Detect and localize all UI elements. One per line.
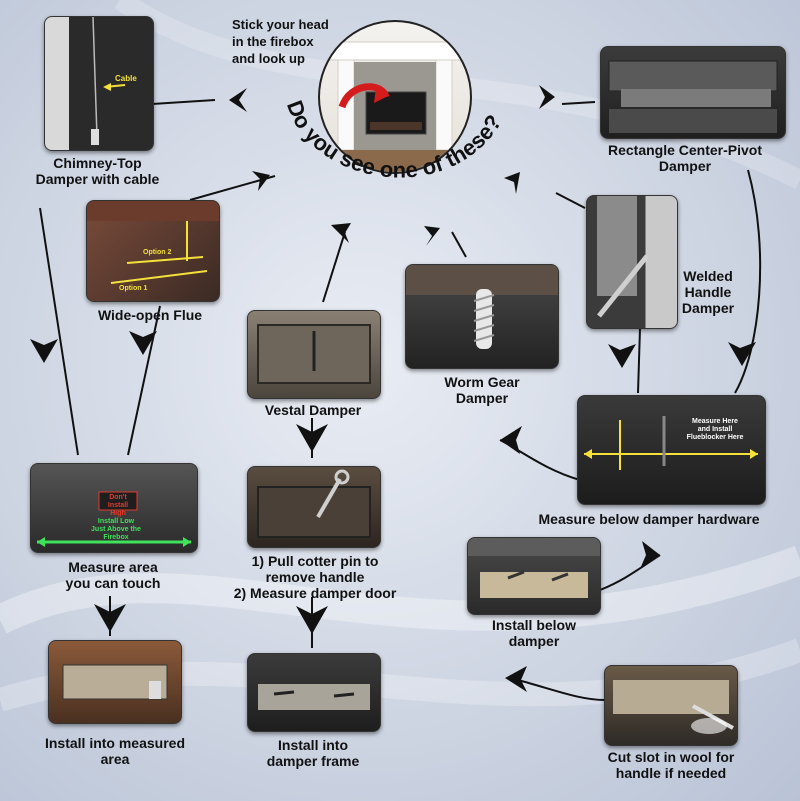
welded-caption: Welded Handle Damper: [681, 268, 735, 316]
touch-zone-icon: [37, 491, 191, 547]
slot-icon: [613, 680, 734, 734]
chimney-top-caption: Chimney-Top Damper with cable: [35, 155, 160, 187]
cotter-pin-icon: [257, 469, 371, 538]
install-below-caption: Install below damper: [491, 617, 576, 649]
vestal-caption: Vestal Damper: [264, 402, 362, 418]
wide-open-caption: Wide-open Flue: [97, 307, 203, 323]
cable-label: Cable: [115, 74, 137, 83]
measure-below-caption: Measure below damper hardware: [538, 511, 760, 527]
measure-below-photo: Measure Here and Install Flueblocker Her…: [577, 395, 766, 505]
worm-gear-photo: [405, 264, 559, 369]
vestal-plate-icon: [257, 324, 371, 384]
install-frame-photo: [247, 653, 381, 732]
installed-pad-icon: [62, 664, 168, 700]
measure-here-label: Measure Here and Install Flueblocker Her…: [686, 418, 744, 441]
measure-arrows-icon: [584, 416, 758, 470]
cable-icon: [91, 17, 126, 145]
wool-pad-icon: [468, 538, 600, 598]
install-low-label: Install Low Just Above the Firebox: [91, 518, 141, 541]
chimney-top-photo: Cable: [44, 16, 154, 151]
install-below-photo: [467, 537, 601, 615]
install-measured-photo: [48, 640, 182, 724]
install-measured-caption: Install into measured area: [44, 735, 186, 767]
measure-touch-caption: Measure area you can touch: [65, 559, 161, 591]
welded-photo: [586, 195, 678, 329]
option-1-label: Option 1: [119, 285, 148, 292]
intro-text: Stick your head in the firebox and look …: [232, 17, 329, 66]
damper-plate-icon: [608, 60, 778, 133]
pull-pin-caption: 1) Pull cotter pin to remove handle 2) M…: [233, 553, 397, 601]
worm-screw-icon: [406, 265, 558, 349]
wide-open-photo: Option 2 Option 1: [86, 200, 220, 302]
fireplace-photo: [318, 20, 472, 174]
dont-install-label: Don't Install High: [107, 494, 129, 517]
measure-lines-icon: [87, 201, 219, 284]
worm-gear-caption: Worm Gear Damper: [444, 374, 520, 406]
pull-pin-photo: [247, 466, 381, 548]
handle-icon: [597, 196, 649, 318]
rect-pivot-photo: [600, 46, 786, 139]
install-frame-caption: Install into damper frame: [266, 737, 360, 769]
fireplace-icon: [320, 41, 470, 172]
frame-pad-icon: [258, 684, 370, 710]
measure-touch-photo: Don't Install High Install Low Just Abov…: [30, 463, 198, 553]
rect-pivot-caption: Rectangle Center-Pivot Damper: [607, 142, 763, 174]
option-2-label: Option 2: [143, 249, 172, 256]
cut-slot-photo: [604, 665, 738, 746]
cut-slot-caption: Cut slot in wool for handle if needed: [607, 749, 735, 781]
vestal-photo: [247, 310, 381, 399]
